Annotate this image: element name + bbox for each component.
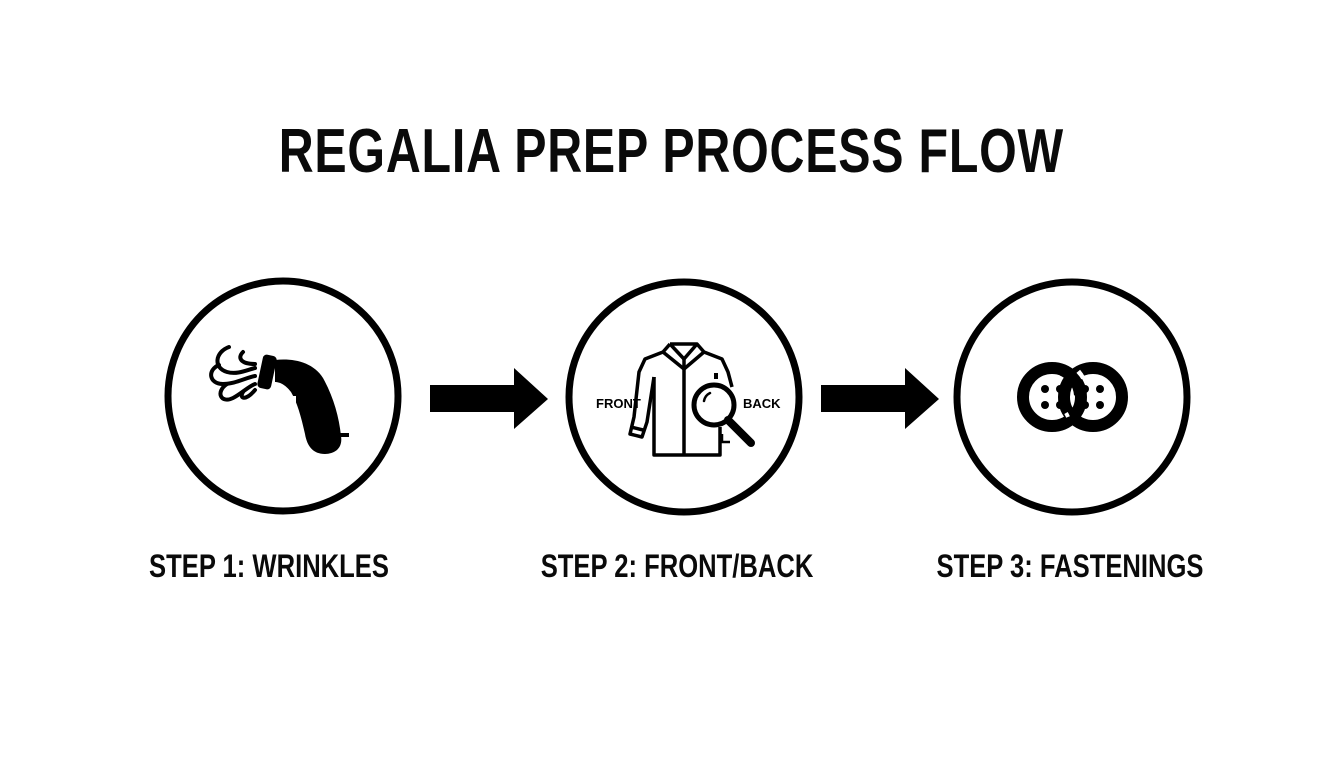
back-label: BACK	[743, 396, 781, 411]
diagram-title: REGALIA PREP PROCESS FLOW	[278, 117, 1064, 186]
arrow-right-icon	[821, 368, 941, 430]
step-1-label: STEP 1: WRINKLES	[149, 548, 389, 584]
jacket-magnifier-icon: FRONT BACK	[565, 278, 803, 516]
arrow-right-icon	[430, 368, 550, 430]
linked-buttons-icon	[953, 278, 1191, 516]
step-3-node	[952, 277, 1192, 517]
step-2-label: STEP 2: FRONT/BACK	[540, 548, 814, 584]
step-3-label: STEP 3: FASTENINGS	[936, 548, 1204, 584]
step-2-node: FRONT BACK	[564, 277, 804, 517]
step-1-node	[163, 276, 403, 516]
steamer-icon	[164, 277, 402, 515]
front-label: FRONT	[596, 396, 641, 411]
